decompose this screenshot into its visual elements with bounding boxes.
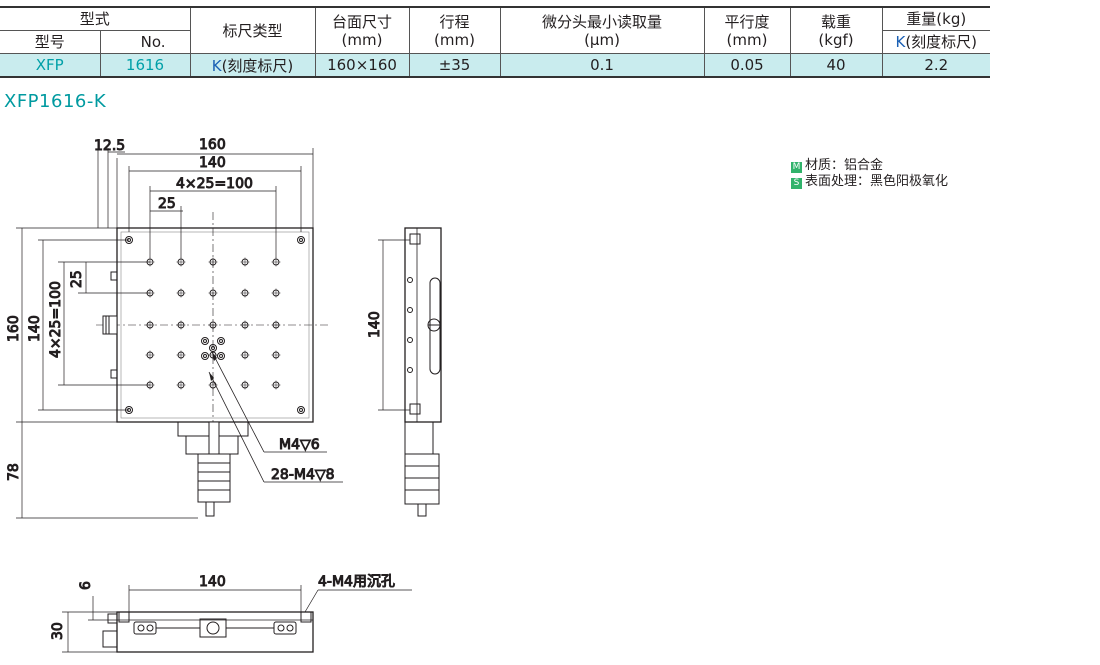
tapped-hole (271, 350, 281, 360)
dim-140-top: 140 (199, 155, 226, 171)
tapped-hole (176, 257, 186, 267)
header-table-size: 台面尺寸(mm) (315, 7, 410, 54)
callout-m4-6: M4▽6 (279, 437, 320, 453)
header-load: 载重(kgf) (790, 7, 883, 54)
dim-140-bottom: 140 (199, 574, 226, 590)
callout-28-m4-8: 28-M4▽8 (271, 467, 335, 483)
front-view: 140 6 30 4-M4用沉孔 (50, 574, 412, 653)
dim-25-top: 25 (158, 196, 176, 212)
tapped-hole (240, 350, 250, 360)
tapped-hole (240, 288, 250, 298)
header-model: 型号 (0, 30, 101, 54)
cell-model: XFP (0, 53, 101, 77)
tapped-hole (271, 380, 281, 390)
header-no: No. (100, 30, 191, 54)
dim-6: 6 (78, 581, 94, 590)
header-scale-type: 标尺类型 (190, 7, 316, 54)
header-micrometer: 微分头最小读取量(μm) (500, 7, 705, 54)
tapped-hole (240, 380, 250, 390)
tapped-hole (208, 380, 218, 390)
dim-12-5: 12.5 (94, 138, 125, 154)
top-dimensions (16, 148, 314, 519)
cell-no: 1616 (100, 53, 191, 77)
dim-160-left: 160 (6, 315, 22, 342)
dim-140-side: 140 (367, 311, 383, 338)
cell-table-size: 160×160 (315, 53, 410, 77)
tapped-hole (145, 350, 155, 360)
dim-30: 30 (50, 622, 66, 640)
side-view: 140 (367, 227, 442, 517)
corner-holes (125, 236, 305, 414)
dim-4x25-top: 4×25=100 (176, 176, 253, 192)
header-travel: 行程(mm) (409, 7, 501, 54)
dim-78: 78 (6, 463, 22, 481)
cell-micrometer: 0.1 (500, 53, 705, 77)
s-mark-icon: S (791, 178, 802, 189)
tapped-hole (271, 288, 281, 298)
dim-25-left: 25 (69, 270, 85, 288)
dim-160-top: 160 (199, 137, 226, 153)
tapped-hole (240, 257, 250, 267)
center-holes (201, 337, 225, 360)
tapped-hole (176, 320, 186, 330)
tapped-hole (208, 320, 218, 330)
dim-4x25-left: 4×25=100 (48, 281, 64, 358)
m-mark-icon: M (791, 162, 802, 173)
tapped-hole (271, 320, 281, 330)
cell-load: 40 (790, 53, 883, 77)
tapped-hole (176, 380, 186, 390)
tapped-hole (208, 257, 218, 267)
cell-scale-type: K(刻度标尺) (190, 53, 316, 77)
cell-parallelism: 0.05 (704, 53, 791, 77)
dim-140-left: 140 (27, 315, 43, 342)
model-title: XFP1616-K (4, 91, 107, 112)
header-weight: 重量(kg) (882, 7, 991, 31)
tapped-hole (240, 320, 250, 330)
callout-4-m4-counterbore: 4-M4用沉孔 (318, 574, 395, 590)
cell-weight: 2.2 (882, 53, 991, 77)
tapped-hole (145, 320, 155, 330)
header-weight-sub: K(刻度标尺) (882, 30, 991, 54)
spec-table: 型式 标尺类型 台面尺寸(mm) 行程(mm) 微分头最小读取量(μm) 平行度… (0, 6, 991, 78)
tapped-hole (208, 288, 218, 298)
top-view: 12.5 160 140 4×25=100 25 160 140 4×25=10… (6, 137, 343, 519)
cell-travel: ±35 (409, 53, 501, 77)
tapped-hole (271, 257, 281, 267)
header-parallelism: 平行度(mm) (704, 7, 791, 54)
tapped-hole (176, 288, 186, 298)
tapped-hole (176, 350, 186, 360)
